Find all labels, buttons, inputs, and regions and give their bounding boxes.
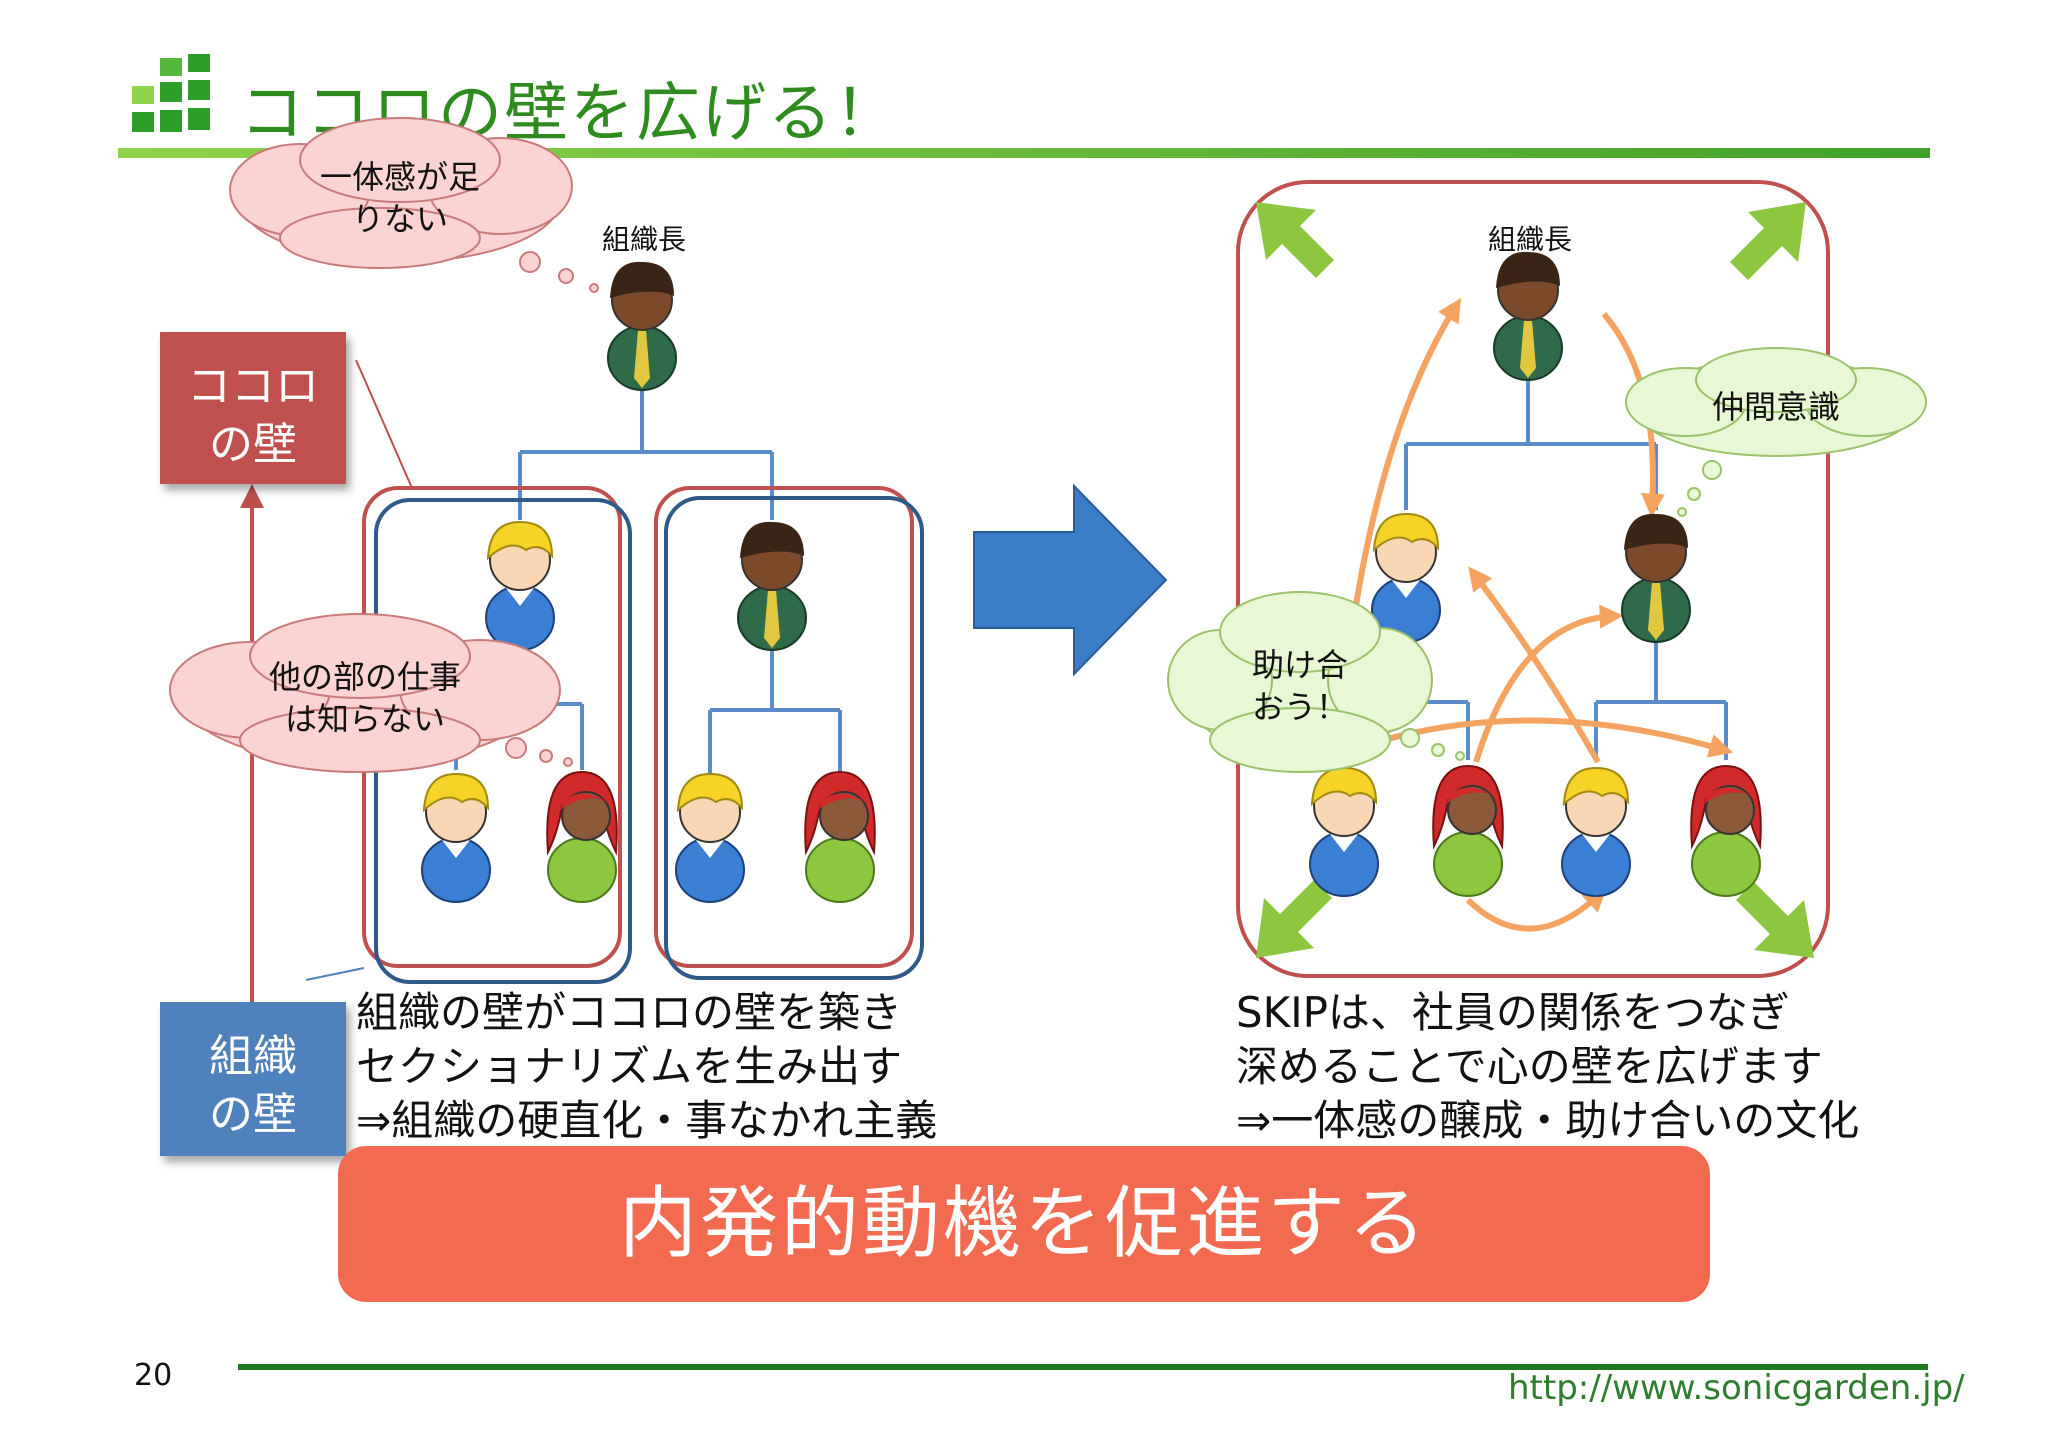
left-boss-label: 組織長 xyxy=(602,223,687,256)
cloud-left-line1: 助け合 xyxy=(1251,646,1348,684)
right-member3-person-icon xyxy=(1561,767,1631,897)
expand-arrow-bottom-left-icon xyxy=(1256,880,1332,958)
org-wall-line1: 組織 xyxy=(209,1031,297,1082)
right-caption-line2: 深めることで心の壁を広げます xyxy=(1236,1042,1823,1091)
cloud-mid-text: 他の部の仕事 は知らない xyxy=(250,656,480,740)
transition-arrow-icon xyxy=(973,483,1168,677)
expand-arrow-top-left-icon xyxy=(1256,202,1334,278)
left-member3-person-icon xyxy=(675,773,745,903)
right-member2-person-icon xyxy=(1432,765,1504,897)
title-underline xyxy=(118,148,1930,158)
right-caption: SKIPは、社員の関係をつなぎ 深めることで心の壁を広げます ⇒一体感の醸成・助… xyxy=(1236,986,1859,1148)
right-expanded-wall xyxy=(1236,180,1830,978)
cloud-mid-line1: 他の部の仕事 xyxy=(268,658,461,696)
cloud-left-text: 助け合 おう！ xyxy=(1240,644,1360,728)
wall-arrow-head xyxy=(240,484,264,508)
heart-wall-line1: ココロ xyxy=(187,361,319,412)
cloud-left-shape xyxy=(1167,591,1465,773)
expand-arrow-top-right-icon xyxy=(1730,202,1806,280)
right-member1-person-icon xyxy=(1309,767,1379,897)
right-caption-line3: ⇒一体感の醸成・助け合いの文化 xyxy=(1236,1096,1860,1145)
cloud-top-line2: りない xyxy=(351,200,448,238)
cloud-mid-shape xyxy=(169,613,573,773)
footer-url-link[interactable]: http://www.sonicgarden.jp/ xyxy=(1508,1368,1965,1408)
left-manager1-person-icon xyxy=(485,521,555,651)
page-number: 20 xyxy=(134,1358,173,1393)
right-manager1-person-icon xyxy=(1371,513,1441,643)
right-caption-line1: SKIPは、社員の関係をつなぎ xyxy=(1236,988,1790,1037)
left-member4-person-icon xyxy=(804,771,876,903)
left-boss-person-icon xyxy=(607,260,677,391)
left-caption: 組織の壁がココロの壁を築き セクショナリズムを生み出す ⇒組織の硬直化・事なかれ… xyxy=(356,986,937,1148)
footer-line xyxy=(238,1364,1928,1370)
cloud-top-line1: 一体感が足 xyxy=(319,158,480,196)
cloud-right-shape xyxy=(1625,347,1927,517)
left-member2-person-icon xyxy=(546,771,618,903)
heart-wall-line2: の壁 xyxy=(209,419,297,470)
cloud-left-line2: おう！ xyxy=(1251,688,1348,726)
org-wall-line2: の壁 xyxy=(209,1089,297,1140)
left-caption-line1: 組織の壁がココロの壁を築き xyxy=(356,988,903,1037)
motivation-banner: 内発的動機を促進する xyxy=(338,1146,1710,1302)
cloud-mid-line2: は知らない xyxy=(284,700,445,738)
expand-arrow-bottom-right-icon xyxy=(1736,882,1814,958)
right-boss-label: 組織長 xyxy=(1488,223,1573,256)
heart-wall-label: ココロ の壁 xyxy=(160,332,346,484)
org-wall-label: 組織 の壁 xyxy=(160,1002,346,1156)
title-logo-icon xyxy=(132,54,210,132)
cloud-top-text: 一体感が足 りない xyxy=(300,156,500,240)
right-member4-person-icon xyxy=(1690,765,1762,897)
left-group2-org-wall xyxy=(664,496,924,980)
left-caption-line2: セクショナリズムを生み出す xyxy=(356,1042,903,1091)
left-manager2-person-icon xyxy=(737,520,807,651)
cloud-right-text: 仲間意識 xyxy=(1711,388,1840,426)
left-caption-line3: ⇒組織の硬直化・事なかれ主義 xyxy=(356,1096,938,1145)
expand-arrows xyxy=(1256,202,1814,958)
right-manager2-person-icon xyxy=(1621,512,1691,643)
left-member1-person-icon xyxy=(421,773,491,903)
cloud-top-shape xyxy=(229,117,599,293)
left-group2-heart-wall xyxy=(654,486,914,968)
right-boss-person-icon xyxy=(1493,250,1563,381)
